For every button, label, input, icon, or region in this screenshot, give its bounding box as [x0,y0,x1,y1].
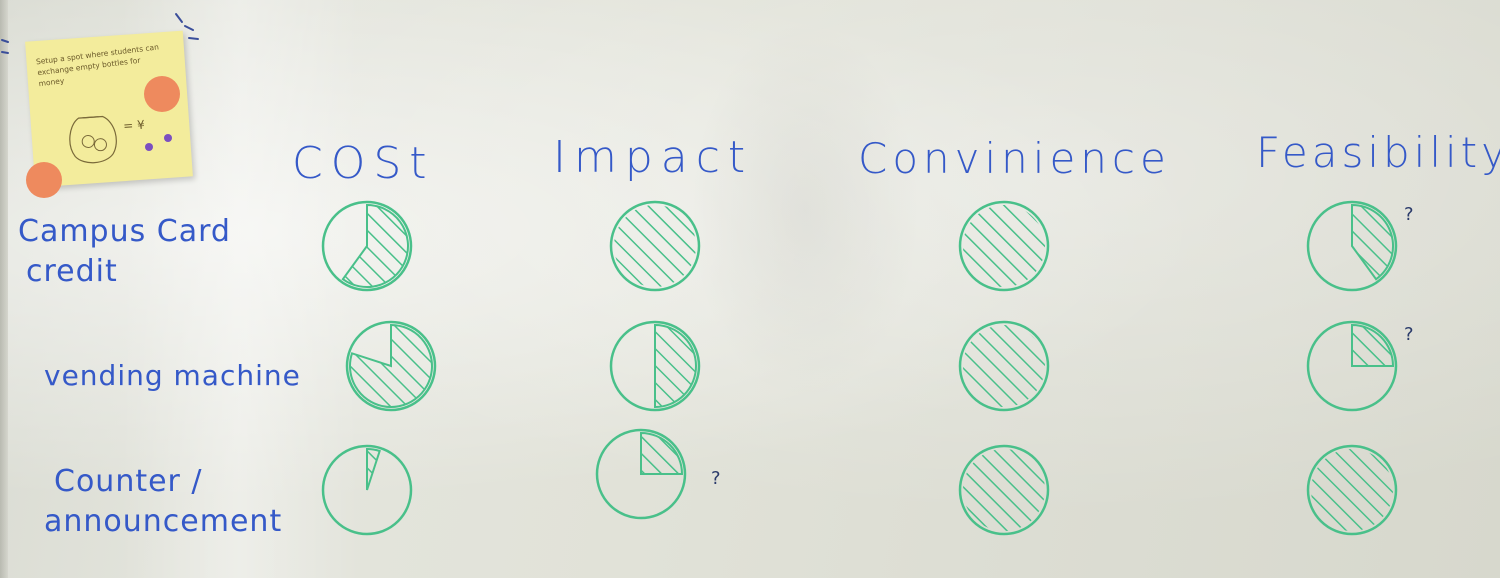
rating-outline [321,200,413,292]
rating-fill [341,203,409,288]
column-header-impact: Impact [553,132,754,183]
row-label-counter-announcement: Counter / announcement [44,462,282,542]
column-header-feasibility: Feasibility [1256,128,1500,177]
rating-outline [1306,320,1398,412]
rating-outline [1306,444,1398,536]
rating-fill [963,325,1045,407]
rating-fill [366,447,381,491]
board-edge [0,0,8,578]
rating-outline [595,428,687,520]
rating-fill [654,323,697,409]
row-label-line: announcement [44,504,283,539]
rating-circle [345,320,437,412]
row-label-campus-card: Campus Card credit [18,212,231,292]
rating-circle [609,200,701,292]
purple-dot-sticker [145,143,153,151]
rating-fill [963,449,1045,531]
rating-outline [958,200,1050,292]
rating-fill [640,431,684,475]
money-bag-sketch-icon [69,115,117,164]
row-label-line: vending machine [44,359,301,392]
rating-outline [958,320,1050,412]
rating-circle [1306,444,1398,536]
row-label-vending-machine: vending machine [44,356,301,396]
sticky-note: Setup a spot where students can exchange… [25,30,193,188]
rating-circle [958,200,1050,292]
orange-dot-sticker [144,76,180,112]
rating-fill [1351,203,1394,281]
question-mark: ? [1404,204,1414,225]
rating-circle [958,444,1050,536]
rating-circle [1306,320,1398,412]
rating-circle [321,200,413,292]
question-mark: ? [1404,324,1414,345]
rating-fill [963,205,1045,287]
row-label-line: credit [26,254,118,289]
rating-fill [349,323,433,408]
rating-fill [614,205,696,287]
rating-circle [609,320,701,412]
rating-outline [345,320,437,412]
column-header-convinience: Convinience [858,134,1171,183]
rating-circle [321,444,413,536]
rating-fill [1311,449,1393,531]
question-mark: ? [711,468,721,489]
purple-dot-sticker [164,134,172,142]
rating-outline [1306,200,1398,292]
rating-outline [321,444,413,536]
rating-circle [595,428,687,520]
rating-circle [958,320,1050,412]
rating-fill [1351,323,1395,367]
rating-outline [958,444,1050,536]
rating-outline [609,320,701,412]
row-label-line: Counter / [54,464,203,499]
rating-outline [609,200,701,292]
orange-dot-sticker [26,162,62,198]
rating-circle [1306,200,1398,292]
reflection-shadow [690,20,920,400]
excitement-marks [1,13,199,54]
column-header-cost: COSt [292,138,435,189]
row-label-line: Campus Card [18,214,231,249]
